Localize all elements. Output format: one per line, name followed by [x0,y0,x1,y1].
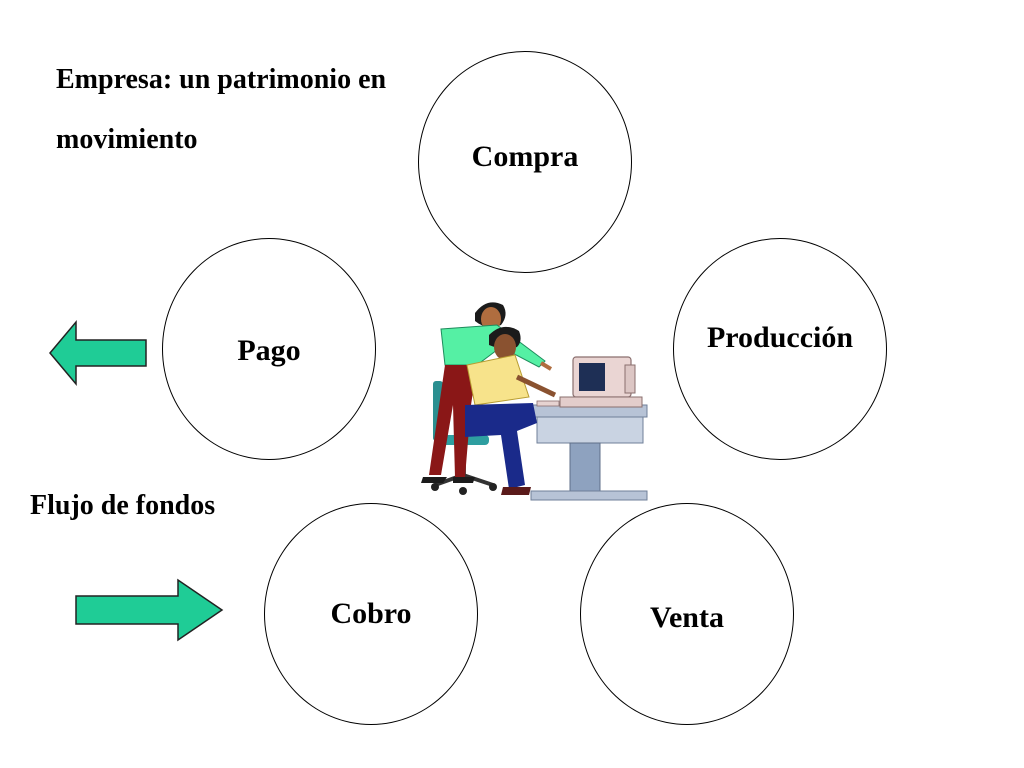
node-pago: Pago [162,238,376,460]
slide-title: Empresa: un patrimonio en movimiento [56,50,486,170]
node-pago-label: Pago [237,334,301,367]
title-line-1: Empresa: un patrimonio en [56,64,387,95]
title-line-2: movimiento [56,124,198,155]
node-cobro: Cobro [264,503,478,725]
inflow-arrow-shape [75,578,224,642]
node-venta: Venta [580,503,794,725]
seated-man-icon [465,326,557,495]
node-produccion-label: Producción [706,321,854,354]
node-compra-label: Compra [471,140,579,173]
computer-icon [536,356,643,408]
node-cobro-label: Cobro [330,597,412,630]
node-produccion: Producción [673,238,887,460]
inflow-arrow-right-icon [75,578,224,642]
cash-flow-label: Flujo de fondos [30,490,216,521]
node-venta-label: Venta [650,601,724,634]
office-workers-illustration [421,302,648,501]
outflow-arrow-shape [49,319,147,387]
outflow-arrow-left-icon [49,319,147,387]
desk-icon [530,404,648,501]
node-compra: Compra [418,51,632,273]
